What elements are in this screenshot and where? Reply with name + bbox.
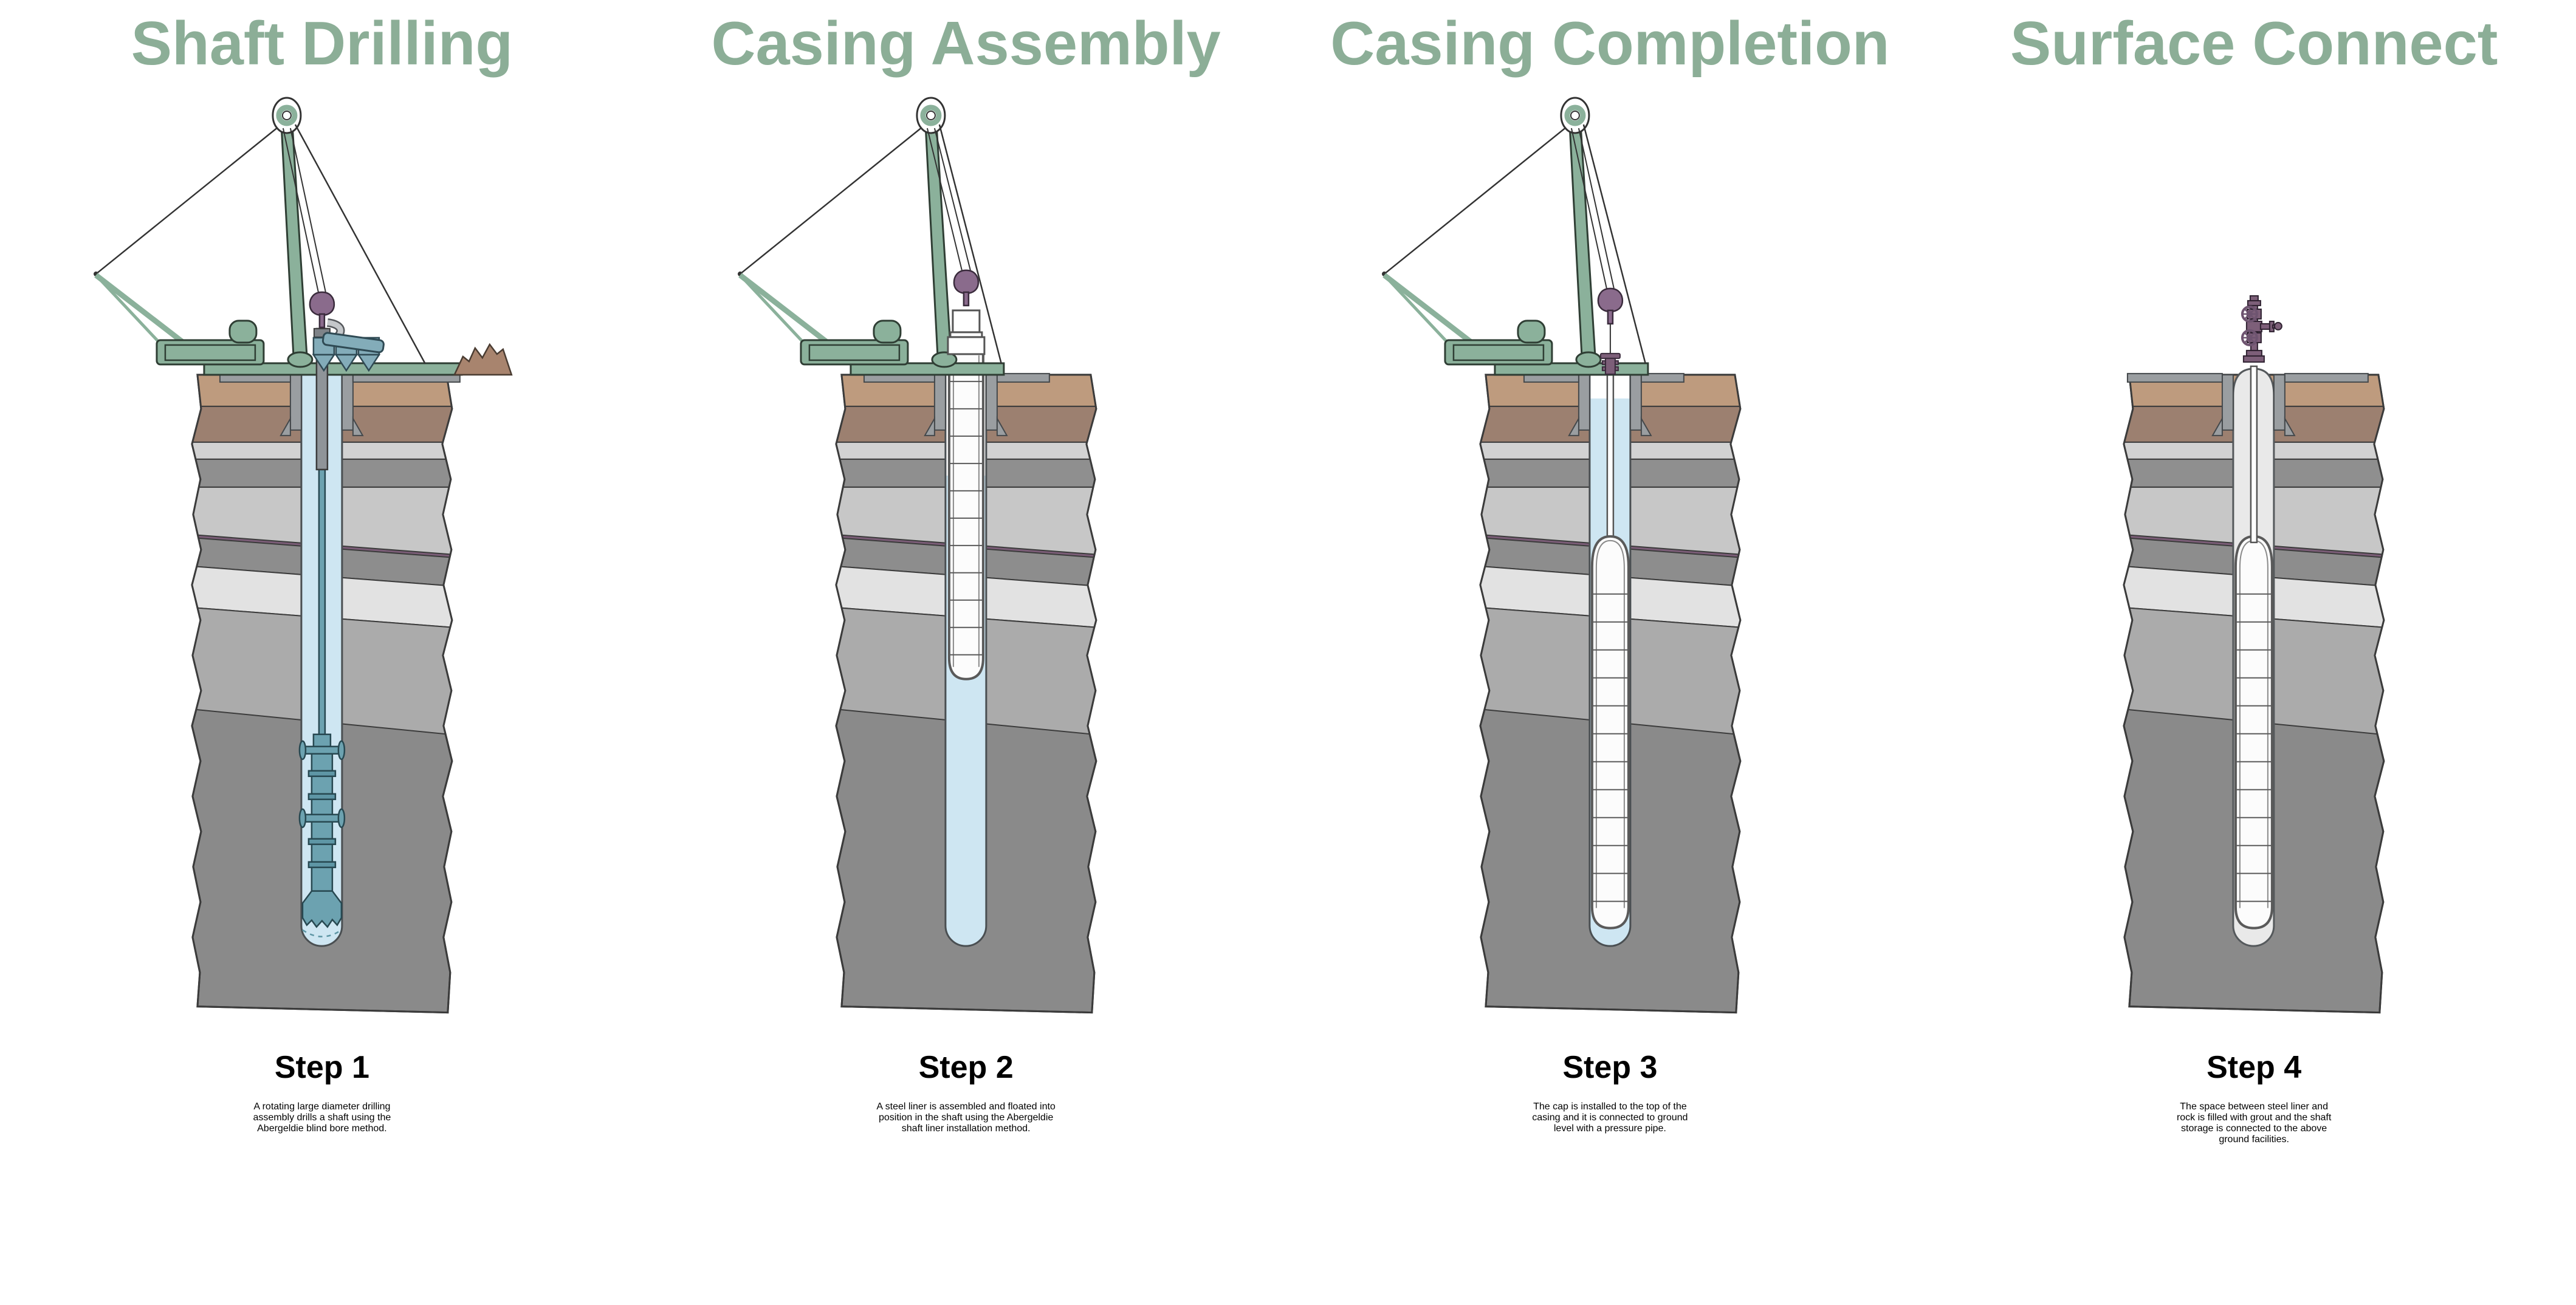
- description-line: The space between steel liner and: [2180, 1101, 2328, 1112]
- side-valve: [2274, 322, 2283, 331]
- liner-segment-joints: [2236, 593, 2273, 902]
- crane-rig: [738, 98, 957, 367]
- hoist-cable: [282, 128, 319, 293]
- description-line: ground facilities.: [2219, 1134, 2289, 1145]
- crane-rig: [94, 98, 312, 367]
- steel-liner: [1590, 535, 1630, 930]
- guy-wire: [294, 124, 426, 365]
- liner-top-sections: [947, 309, 986, 355]
- panel-title: Casing Assembly: [711, 10, 1221, 78]
- liner-dome-cap: [1590, 535, 1630, 930]
- casing-assembly-illustration: [644, 81, 1288, 1029]
- steel-liner: [947, 352, 984, 680]
- surface-connect-illustration: [1932, 295, 2576, 1029]
- panel-shaft-drilling: Shaft Drilling: [0, 0, 644, 1305]
- panel-title: Surface Connect: [2010, 10, 2498, 78]
- drill-assembly: [298, 468, 346, 937]
- description-line: storage is connected to the above: [2181, 1123, 2327, 1134]
- hoist-cable: [926, 128, 963, 271]
- hoist-cable: [933, 128, 971, 271]
- description-line: The cap is installed to the top of the: [1533, 1101, 1687, 1112]
- description-line: A steel liner is assembled and floated i…: [876, 1101, 1056, 1112]
- panel-surface-connect: Surface Connect: [1932, 0, 2576, 1305]
- work-platform: [850, 362, 1005, 376]
- surface-connect-figure: [1932, 81, 2576, 1029]
- step-label: Step 2: [918, 1049, 1014, 1085]
- handwheel: [2241, 306, 2259, 323]
- handwheel: [2241, 329, 2259, 347]
- shaft-drilling-figure: [0, 81, 644, 1029]
- description-line: Abergeldie blind bore method.: [257, 1123, 387, 1134]
- step-label: Step 3: [1562, 1049, 1658, 1085]
- description-line: A rotating large diameter drilling: [253, 1101, 391, 1112]
- crane-rig: [1381, 98, 1600, 367]
- guy-wire: [938, 124, 1002, 365]
- drill-stem: [318, 468, 326, 736]
- description-line: shaft liner installation method.: [901, 1123, 1031, 1134]
- panel-title: Casing Completion: [1330, 10, 1890, 78]
- step-label: Step 1: [274, 1049, 369, 1085]
- hoist-swivel: [1597, 287, 1623, 325]
- casing-completion-figure: [1288, 81, 1932, 1029]
- description-line: position in the shaft using the Abergeld…: [878, 1112, 1054, 1123]
- pressure-pipe: [1606, 374, 1614, 544]
- panel-title: Shaft Drilling: [131, 10, 513, 78]
- description-line: rock is filled with grout and the shaft: [2176, 1112, 2332, 1123]
- collar-surface-strip: [1523, 372, 1685, 383]
- step-label: Step 4: [2207, 1049, 2302, 1085]
- hoist-cable: [289, 128, 326, 293]
- hoist-cable: [1570, 128, 1607, 289]
- description-line: level with a pressure pipe.: [1553, 1123, 1666, 1134]
- casing-assembly-figure: [644, 81, 1288, 1029]
- description-line: casing and it is connected to ground: [1532, 1112, 1688, 1123]
- pressure-pipe: [2250, 365, 2258, 544]
- liner-segment-joints: [949, 380, 983, 656]
- discharge-pipe: [321, 332, 385, 354]
- wellhead-valves: [2241, 295, 2283, 363]
- cap-fitting: [1599, 353, 1621, 375]
- liner-dome-cap: [2234, 535, 2274, 930]
- liner-segment-joints: [1592, 593, 1629, 902]
- hoist-swivel: [953, 269, 979, 307]
- stabilizer-arm: [301, 745, 343, 755]
- hoist-cable: [1578, 128, 1615, 289]
- panel-casing-assembly: Casing Assembly: [644, 0, 1288, 1305]
- drill-bit: [301, 890, 343, 928]
- shaft-drilling-illustration: [0, 81, 513, 1029]
- description-line: assembly drills a shaft using the: [253, 1112, 391, 1123]
- collar-surface-strip: [2127, 372, 2369, 383]
- casing-completion-illustration: [1288, 81, 1932, 1029]
- stabilizer-arm: [301, 813, 343, 823]
- steel-liner: [2234, 535, 2274, 930]
- spoil-pile: [453, 343, 513, 376]
- guy-wire: [1582, 124, 1646, 365]
- panel-casing-completion: Casing Completion: [1288, 0, 1932, 1305]
